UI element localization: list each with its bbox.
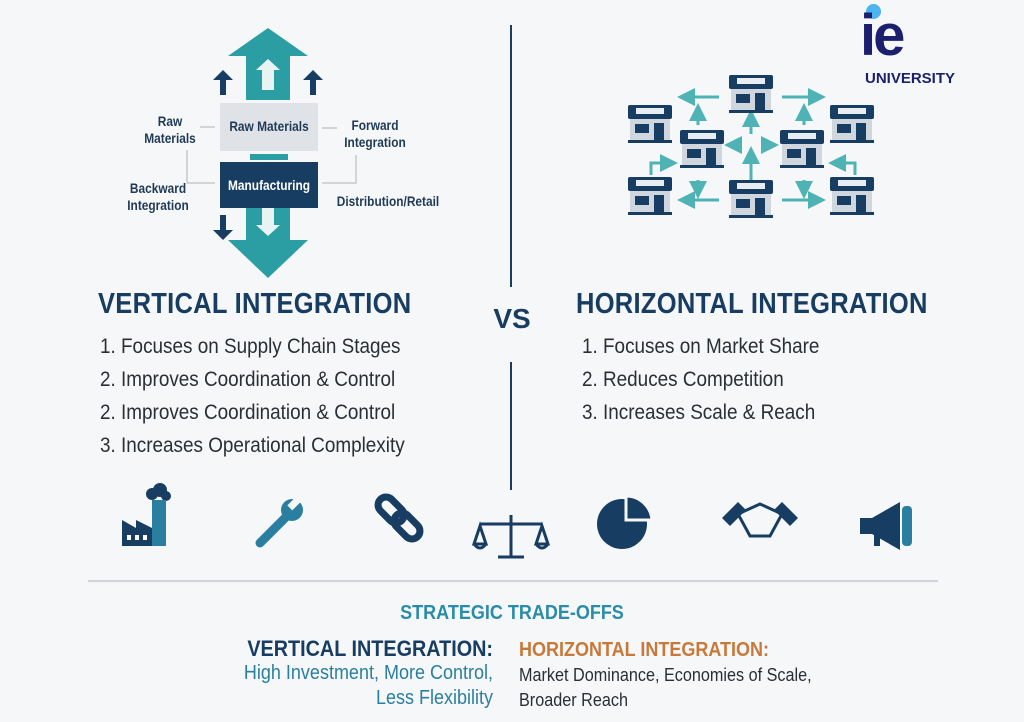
tradeoffs-horizontal: HORIZONTAL INTEGRATION: Market Dominance… bbox=[519, 639, 812, 710]
handshake-icon bbox=[722, 502, 798, 538]
section-rule bbox=[88, 580, 938, 582]
label-backward-integration: Backward Integration bbox=[127, 180, 189, 213]
center-divider-top bbox=[510, 25, 512, 287]
horizontal-list: 1. Focuses on Market Share 2. Reduces Co… bbox=[582, 330, 846, 429]
chain-link-icon bbox=[374, 493, 424, 543]
vertical-list: 1. Focuses on Supply Chain Stages 2. Imp… bbox=[100, 330, 439, 462]
label-forward-integration: Forward Integration bbox=[344, 117, 406, 150]
list-item: 3. Increases Scale & Reach bbox=[582, 401, 816, 424]
scales-icon bbox=[471, 515, 551, 559]
list-item: 2. Improves Coordination & Control bbox=[100, 368, 396, 391]
pie-chart-icon bbox=[597, 494, 654, 549]
list-item: 3. Increases Operational Complexity bbox=[100, 434, 405, 457]
box-raw-materials: Raw Materials bbox=[229, 118, 309, 134]
vs-label: VS bbox=[493, 303, 531, 334]
list-item: 1. Focuses on Supply Chain Stages bbox=[100, 335, 401, 358]
list-item: 2. Improves Coordination & Control bbox=[100, 401, 396, 424]
tradeoffs-horizontal-label: HORIZONTAL INTEGRATION: bbox=[519, 639, 769, 661]
box-manufacturing: Manufacturing bbox=[228, 177, 310, 193]
wrench-icon bbox=[255, 496, 303, 548]
ie-university-logo: ie UNIVERSITY bbox=[860, 3, 956, 87]
center-divider-bottom bbox=[510, 362, 512, 490]
tradeoffs-vertical: VERTICAL INTEGRATION: High Investment, M… bbox=[150, 636, 493, 711]
list-item: 1. Focuses on Market Share bbox=[582, 335, 820, 358]
horizontal-title: HORIZONTAL INTEGRATION bbox=[576, 288, 928, 320]
label-raw-materials: Raw Materials bbox=[144, 113, 196, 146]
megaphone-icon bbox=[860, 502, 912, 550]
factory-icon bbox=[122, 483, 171, 546]
icon-row bbox=[122, 483, 912, 559]
vertical-integration-diagram bbox=[186, 28, 357, 278]
vertical-title: VERTICAL INTEGRATION bbox=[98, 288, 412, 320]
list-item: 2. Reduces Competition bbox=[582, 368, 784, 391]
label-distribution-retail: Distribution/Retail bbox=[336, 193, 440, 209]
tradeoffs-vertical-label: VERTICAL INTEGRATION: bbox=[247, 636, 493, 661]
tradeoffs-heading: STRATEGIC TRADE-OFFS bbox=[400, 602, 624, 624]
horizontal-integration-network bbox=[628, 75, 874, 218]
